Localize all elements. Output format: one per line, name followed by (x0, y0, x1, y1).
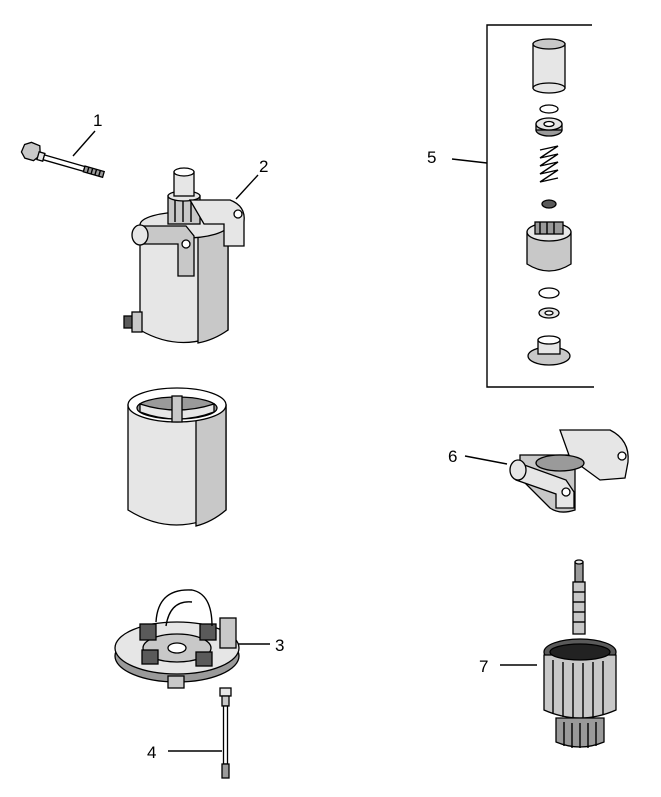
part-5-drive-kit (486, 24, 594, 388)
callout-3: 3 (275, 636, 284, 655)
callout-2: 2 (259, 157, 268, 176)
part-6-bracket (509, 429, 629, 513)
drive-kit-bracket (486, 24, 594, 388)
part-1-bolt (20, 141, 106, 179)
part-2-starter-motor (123, 167, 245, 344)
leader-1 (72, 130, 96, 157)
callout-1: 1 (93, 111, 102, 130)
callout-6: 6 (448, 447, 457, 466)
leader-5 (451, 158, 488, 164)
callout-4: 4 (147, 743, 156, 762)
motor-frame-housing (127, 387, 227, 527)
callout-5: 5 (427, 148, 436, 167)
callout-7: 7 (479, 657, 488, 676)
part-4-through-bolt (219, 687, 232, 779)
leader-2 (235, 174, 259, 200)
part-3-brush-holder (114, 589, 240, 689)
part-7-armature (543, 559, 617, 748)
leader-6 (464, 455, 508, 465)
